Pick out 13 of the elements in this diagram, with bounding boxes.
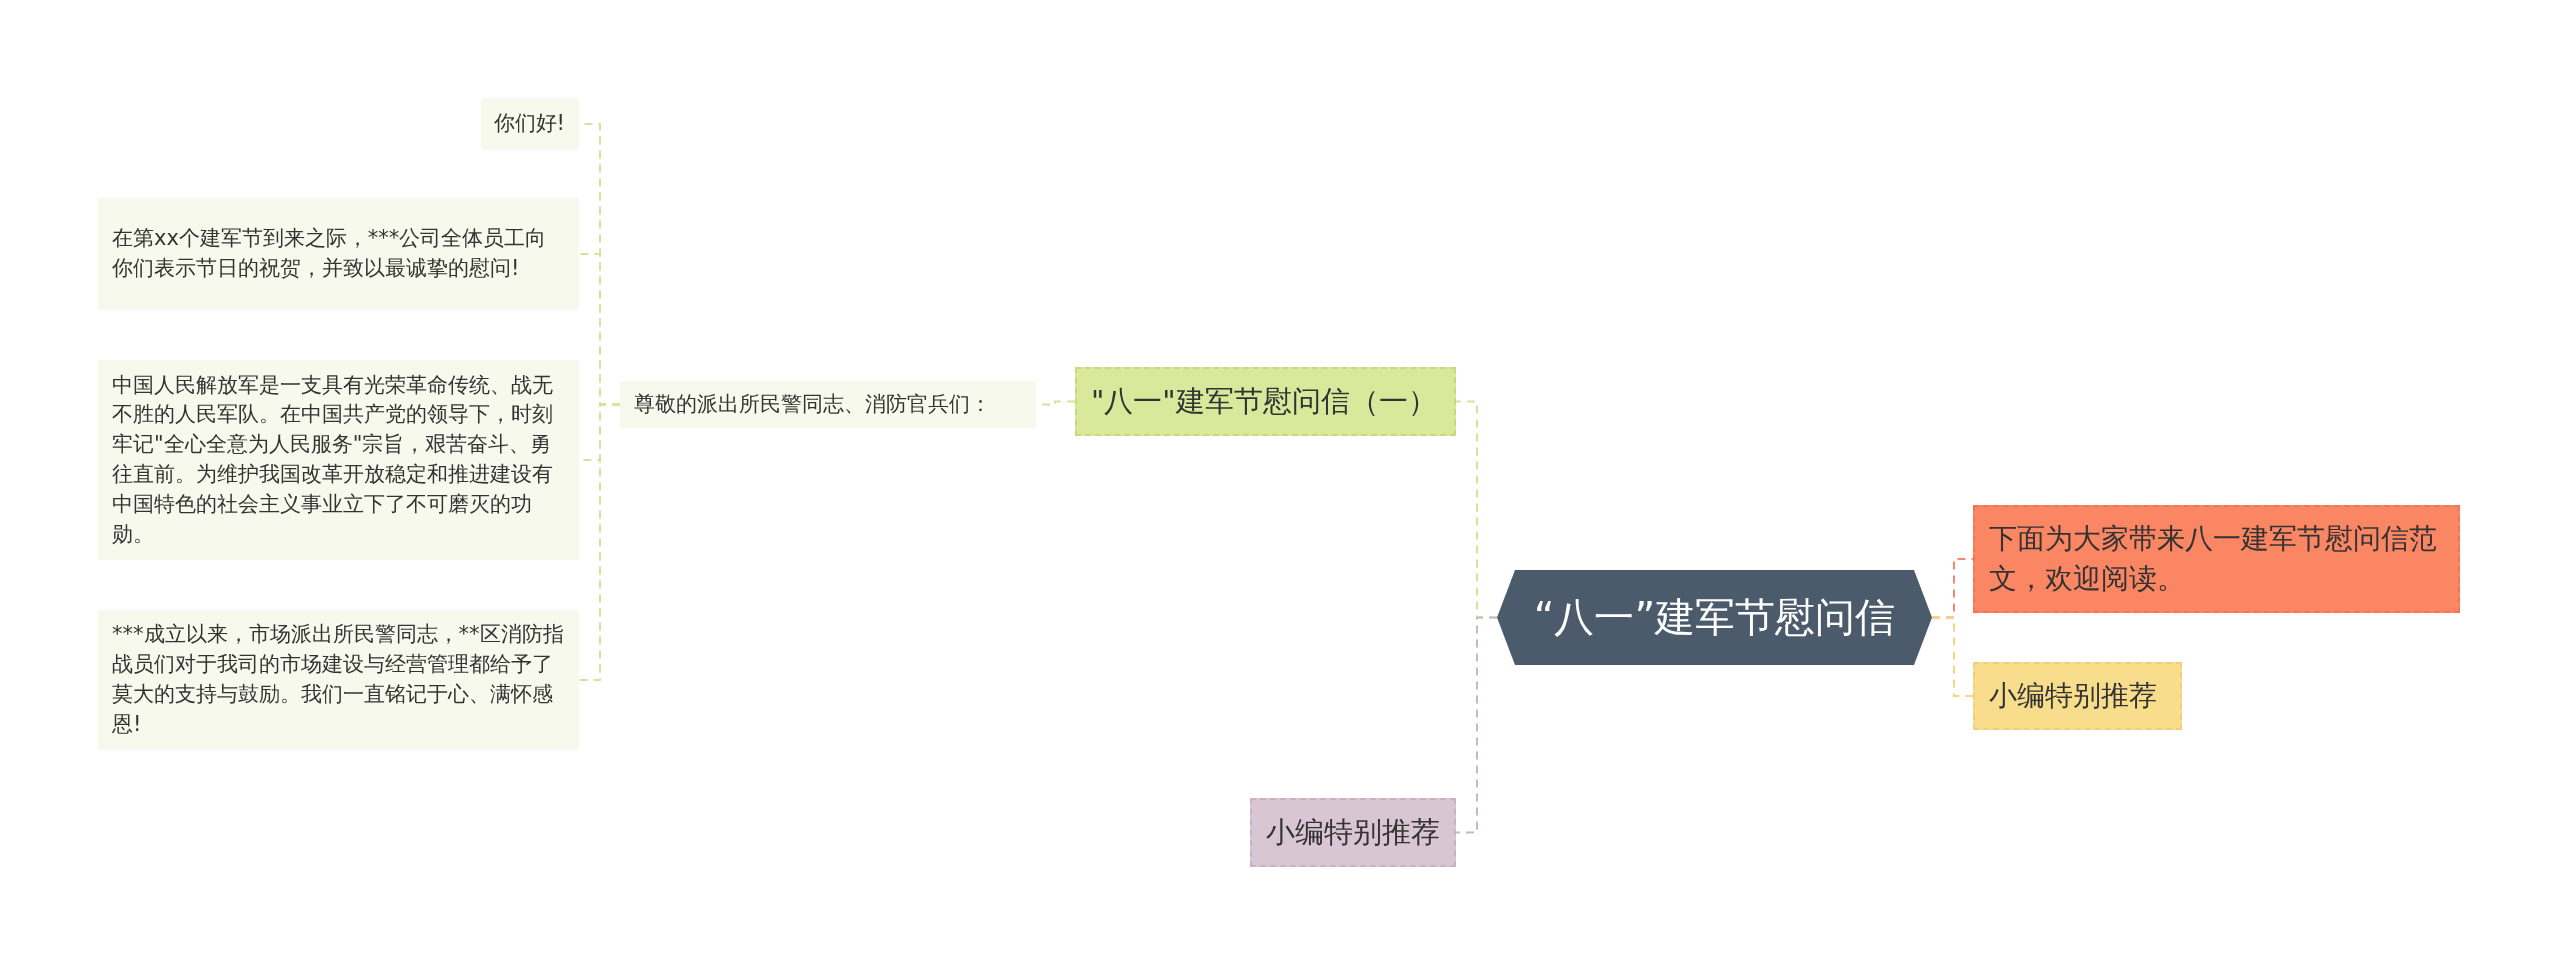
topic-box: 小编特别推荐 (1973, 662, 2182, 730)
branch-line (578, 403, 621, 681)
topic-box: 小编特别推荐 (1250, 798, 1456, 867)
topic-box: 下面为大家带来八一建军节慰问信范文，欢迎阅读。 (1973, 505, 2460, 613)
branch-line (1931, 616, 1974, 697)
root-topic: “八一”建军节慰问信 (1497, 570, 1932, 665)
text-card: 中国人民解放军是一支具有光荣革命传统、战无不胜的人民军队。在中国共产党的领导下，时刻牢记"全心全意为人民服务"宗旨，艰苦奋斗、勇往直前。为维护我国改革开放稳定和推进建设有中国特色的社会主义事业立下了不可磨灭的功勋。 (98, 360, 579, 560)
text-card: 你们好! (481, 98, 579, 150)
text-card: 在第xx个建军节到来之际，***公司全体员工向你们表示节日的祝贺，并致以最诚挚的慰问! (98, 198, 579, 310)
text-card: ***成立以来，市场派出所民警同志，**区消防指战员们对于我司的市场建设与经营管理都给予了莫大的支持与鼓励。我们一直铭记于心、满怀感恩! (98, 610, 579, 750)
topic-box: "八一"建军节慰问信（一） (1075, 367, 1456, 436)
text-card: 尊敬的派出所民警同志、消防官兵们： (620, 381, 1036, 428)
branch-line (1455, 616, 1498, 834)
